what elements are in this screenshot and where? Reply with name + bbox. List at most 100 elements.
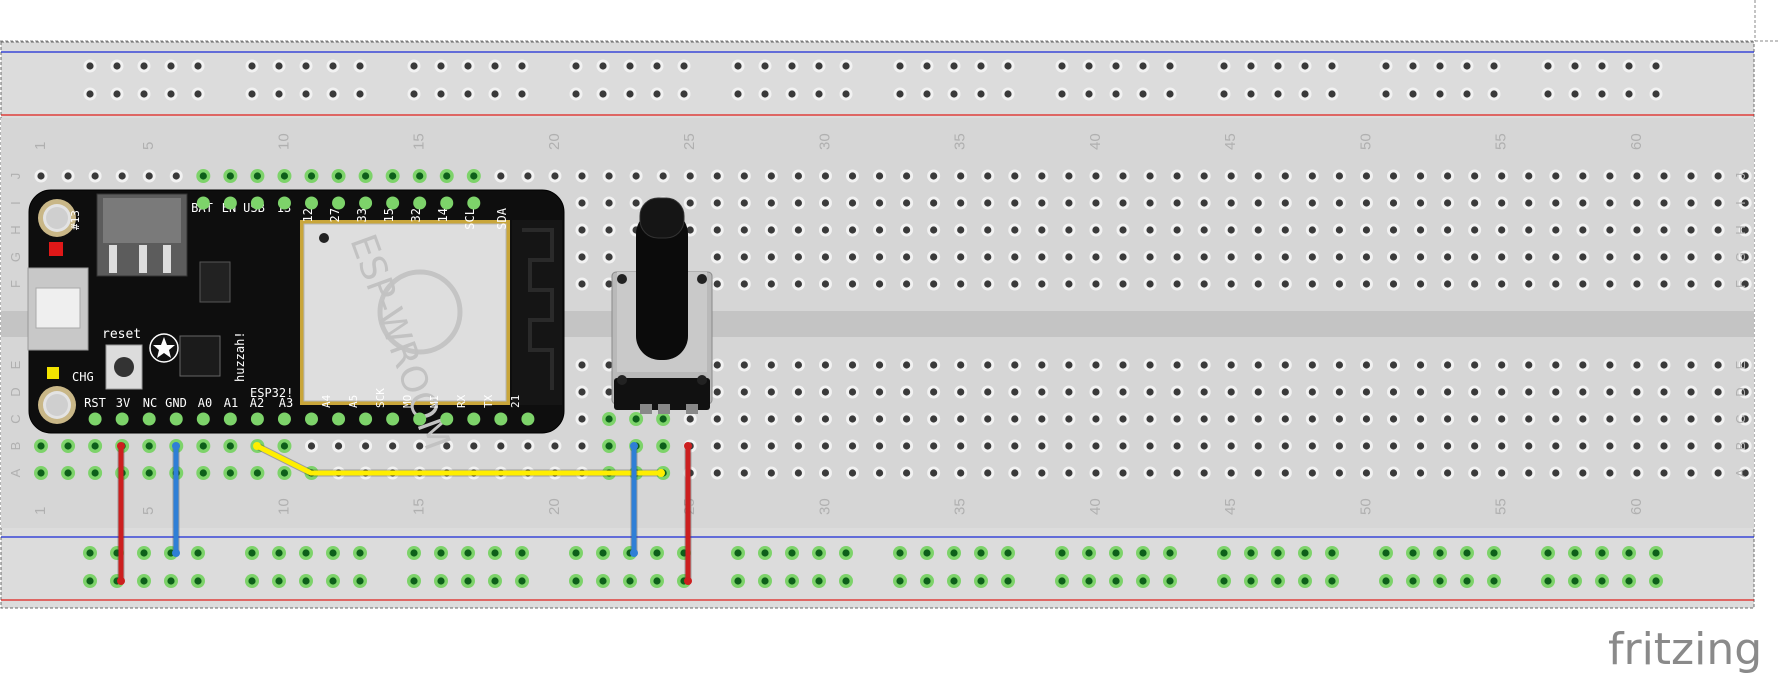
feather-esp32-board[interactable]: #13 CHG reset huzzah! ESP32! ESP-WROOM (27, 189, 565, 456)
wire-endpoint[interactable] (684, 442, 692, 450)
breadboard-hole-socket (930, 226, 938, 234)
breadboard-hole-socket (1471, 361, 1479, 369)
breadboard-hole-socket (923, 90, 931, 98)
breadboard-hole-socket (1579, 253, 1587, 261)
wire-endpoint[interactable] (630, 549, 638, 557)
board-pin-pad[interactable] (467, 412, 481, 426)
breadboard-hole-socket (821, 415, 830, 423)
wire-endpoint[interactable] (117, 577, 125, 585)
board-pin-pad[interactable] (332, 196, 346, 210)
breadboard-hole-socket (253, 469, 261, 477)
board-pin-pad[interactable] (305, 412, 318, 426)
board-pin-pad[interactable] (250, 412, 264, 426)
breadboard-hole-socket (113, 90, 121, 98)
breadboard-hole-socket (1119, 388, 1127, 396)
board-pin-pad[interactable] (386, 196, 400, 210)
breadboard-hole-socket (1335, 172, 1343, 180)
breadboard-hole-socket (86, 549, 94, 557)
row-letter-label: A (8, 468, 23, 477)
breadboard-hole-socket (1281, 280, 1289, 288)
board-pin-pad[interactable] (413, 412, 427, 426)
breadboard-hole-socket (1092, 226, 1100, 234)
breadboard-hole-socket (1146, 253, 1154, 261)
breadboard-hole-socket (713, 361, 721, 369)
board-pin-pad[interactable] (142, 412, 156, 426)
wire-endpoint[interactable] (172, 442, 180, 450)
breadboard-hole-socket (91, 469, 99, 477)
board-pin-pad[interactable] (277, 412, 291, 426)
board-pin-pad[interactable] (196, 196, 210, 210)
breadboard-hole-socket (950, 549, 958, 557)
breadboard-hole-socket (1308, 253, 1316, 261)
breadboard-hole-socket (226, 172, 234, 180)
breadboard-hole-socket (794, 280, 803, 288)
wire-endpoint[interactable] (117, 442, 125, 450)
board-pin-pad[interactable] (440, 196, 454, 210)
board-pin-pad[interactable] (196, 412, 210, 426)
board-pin-pad[interactable] (250, 196, 264, 210)
board-pin-pad[interactable] (413, 196, 427, 210)
board-pin-pad[interactable] (521, 412, 535, 426)
breadboard-hole-socket (794, 172, 803, 180)
wires[interactable] (117, 442, 692, 585)
board-pin-pad[interactable] (305, 196, 318, 210)
breadboard-hole-socket (767, 253, 775, 261)
breadboard-hole-socket (848, 415, 857, 423)
wire-endpoint[interactable] (253, 442, 261, 450)
row-letter-label: J (8, 173, 23, 180)
potentiometer[interactable] (611, 197, 713, 414)
breadboard-hole-socket (1011, 172, 1019, 180)
board-pin-pad[interactable] (169, 412, 183, 426)
breadboard-hole-socket (1274, 62, 1282, 70)
breadboard-hole-socket (1498, 199, 1506, 207)
breadboard-hole-socket (1004, 549, 1012, 557)
breadboard-hole-socket (1308, 388, 1316, 396)
board-pin-pad[interactable] (88, 412, 102, 426)
row-letter-label: G (1733, 252, 1748, 262)
pot-knob-shaft[interactable] (636, 210, 688, 360)
breadboard-hole-socket (794, 199, 803, 207)
breadboard-hole-socket (497, 172, 505, 180)
board-pin-pad[interactable] (115, 412, 129, 426)
breadboard-hole-socket (1606, 361, 1614, 369)
board-pin-pad[interactable] (467, 196, 481, 210)
breadboard-hole-socket (1416, 226, 1425, 234)
breadboard-hole-socket (957, 388, 965, 396)
board-pin-pad[interactable] (277, 196, 291, 210)
breadboard-hole-socket (1301, 90, 1309, 98)
breadboard-hole-socket (1139, 62, 1147, 70)
board-pin-pad[interactable] (494, 412, 508, 426)
breadboard-holes[interactable] (34, 59, 1752, 589)
breadboard-hole-socket (923, 62, 931, 70)
breadboard-hole-socket (464, 62, 472, 70)
breadboard-hole-socket (578, 415, 586, 423)
breadboard-hole-socket (329, 62, 337, 70)
board-pin-pad[interactable] (223, 196, 237, 210)
board-pin-pad[interactable] (223, 412, 237, 426)
breadboard-hole-socket (1065, 253, 1073, 261)
wire-a2-to-pot-wiper[interactable] (254, 443, 664, 476)
board-pin-pad[interactable] (359, 412, 373, 426)
breadboard-hole-socket (848, 172, 857, 180)
reset-button[interactable] (105, 344, 143, 390)
wire-endpoint[interactable] (172, 549, 180, 557)
breadboard-hole-socket (1741, 226, 1749, 234)
breadboard-hole-socket (1525, 199, 1533, 207)
breadboard-hole-socket (1416, 469, 1425, 477)
breadboard-hole-socket (1463, 90, 1471, 98)
wire-endpoint[interactable] (657, 469, 665, 477)
board-pin-pad[interactable] (359, 196, 373, 210)
board-pin-labels: BATENUSB13122733153214SCLSDARST3VNCGNDA0… (84, 196, 535, 426)
breadboard-hole-socket (1173, 280, 1181, 288)
wire-endpoint[interactable] (684, 577, 692, 585)
breadboard-hole-socket (1119, 199, 1127, 207)
breadboard-hole-socket (1552, 172, 1560, 180)
pot-knob-top[interactable] (639, 197, 685, 239)
board-pin-pad[interactable] (332, 412, 346, 426)
breadboard-hole-socket (1004, 577, 1012, 585)
wire-endpoint[interactable] (630, 442, 638, 450)
board-pin-pad[interactable] (440, 412, 454, 426)
breadboard-hole-socket (1741, 415, 1749, 423)
board-pin-pad[interactable] (386, 412, 400, 426)
